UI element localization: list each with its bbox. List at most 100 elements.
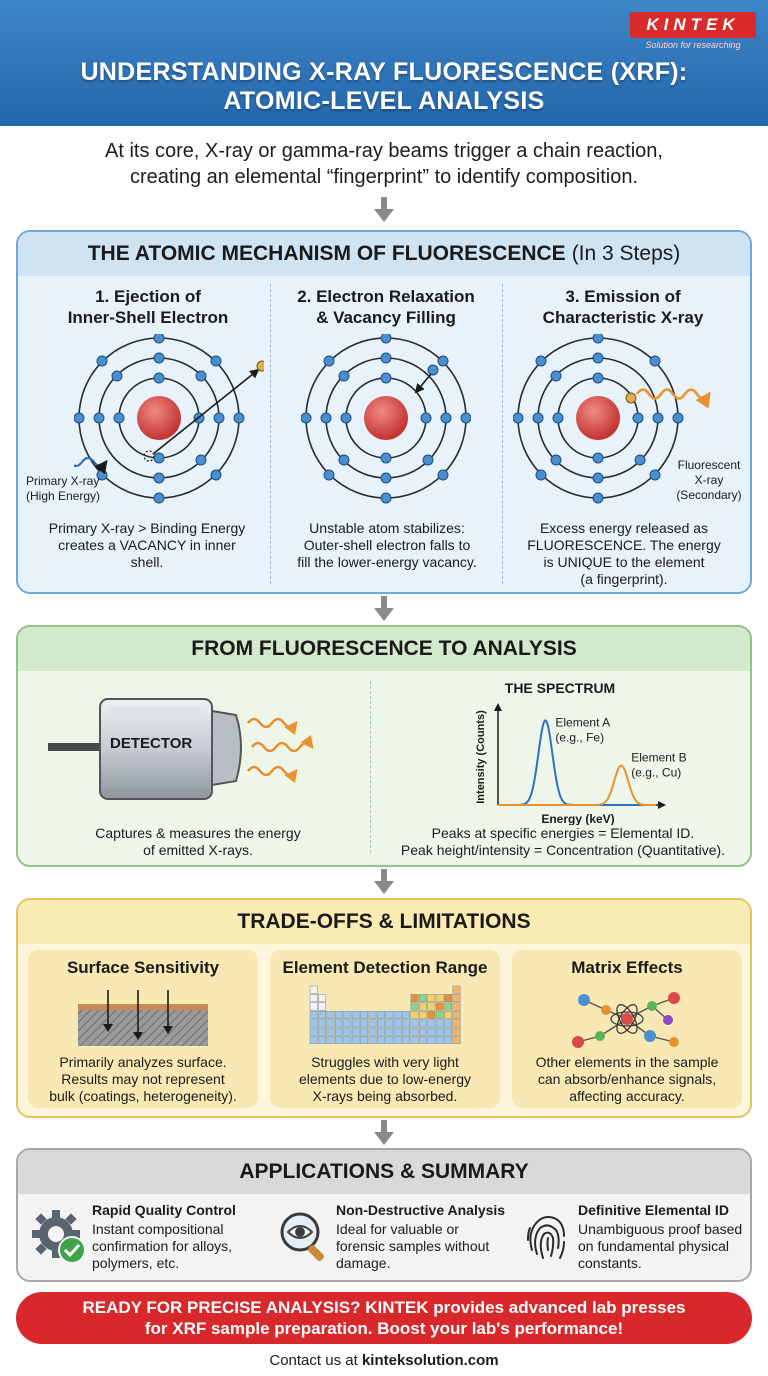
series-note-b: (e.g., Cu) — [631, 766, 681, 780]
step-divider — [502, 284, 503, 584]
spectrum-text-line1: Peaks at specific energies = Elemental I… — [431, 825, 695, 841]
periodic-table-cell — [343, 1019, 352, 1028]
periodic-table-cell — [376, 1027, 385, 1036]
x-axis-arrowhead — [658, 801, 666, 809]
step-3-title-line2: Characteristic X-ray — [542, 308, 704, 327]
step-3-description: Excess energy released as FLUORESCENCE. … — [508, 520, 740, 588]
periodic-table-cell — [351, 1036, 360, 1045]
spectrum-peak-b — [498, 764, 656, 806]
molecule-cluster-icon — [572, 992, 680, 1048]
series-note-a: (e.g., Fe) — [555, 730, 604, 744]
nucleus — [576, 396, 620, 440]
surface-sensitivity-text-line1: Primarily analyzes surface. — [59, 1054, 227, 1070]
periodic-table-cell — [376, 1036, 385, 1045]
periodic-table-cell — [402, 1019, 411, 1028]
series-label-b: Element B — [631, 751, 686, 765]
contact-link[interactable]: kinteksolution.com — [361, 1352, 499, 1369]
periodic-table-cell — [351, 1019, 360, 1028]
step-1-title-line2: Inner-Shell Electron — [67, 308, 229, 327]
intro-line1: At its core, X-ray or gamma-ray beams tr… — [105, 140, 663, 162]
periodic-table-cell — [435, 1027, 444, 1036]
surface-sensitivity-card: Surface Sensitivity Primarily analyzes s… — [28, 950, 258, 1108]
periodic-table-cell — [444, 1027, 453, 1036]
periodic-table-cell — [326, 1019, 335, 1028]
app-definitive-elemental-id: Definitive Elemental ID Unambiguous proo… — [518, 1202, 748, 1278]
spectrum-chart: THE SPECTRUM Intensity (Counts) Energy (… — [475, 680, 687, 825]
periodic-table-cell — [427, 1036, 436, 1045]
gear-check-icon — [32, 1210, 86, 1264]
periodic-table-cell — [452, 1002, 461, 1011]
app-definitive-elemental-id-text: Unambiguous proof based on fundamental p… — [578, 1221, 743, 1271]
step-1-title: 1. Ejection of Inner-Shell Electron — [38, 286, 258, 328]
step-1-text-line3: shell. — [130, 554, 164, 570]
periodic-table-icon — [309, 985, 461, 1045]
applications-title: APPLICATIONS & SUMMARY — [18, 1150, 750, 1194]
periodic-table-cell — [309, 1019, 318, 1028]
brand-tagline: Solution for researching — [645, 40, 741, 50]
element-detection-title: Element Detection Range — [282, 958, 488, 977]
matrix-effects-title: Matrix Effects — [571, 958, 683, 977]
fluorescent-xray-label: Fluorescent X-ray (Secondary) — [666, 458, 750, 503]
periodic-table-cell — [418, 1002, 427, 1011]
periodic-table-cell — [393, 1027, 402, 1036]
step-divider — [270, 284, 271, 584]
contact-line: Contact us at kinteksolution.com — [0, 1352, 768, 1369]
element-detection-text: Struggles with very light elements due t… — [276, 1054, 494, 1105]
periodic-table-cell — [427, 994, 436, 1003]
periodic-table-cell — [334, 1036, 343, 1045]
brand-logo: KINTEK — [630, 12, 756, 38]
mechanism-title: THE ATOMIC MECHANISM OF FLUORESCENCE (In… — [18, 232, 750, 276]
periodic-table-cell — [343, 1010, 352, 1019]
periodic-table-cell — [444, 994, 453, 1003]
detector-text-line2: of emitted X-rays. — [143, 842, 253, 858]
periodic-table-cell — [376, 1010, 385, 1019]
periodic-table-cell — [360, 1027, 369, 1036]
periodic-table-cell — [343, 1036, 352, 1045]
y-axis-arrowhead — [494, 703, 502, 711]
cta-banner[interactable]: READY FOR PRECISE ANALYSIS? KINTEK provi… — [16, 1292, 752, 1344]
periodic-table-cell — [385, 1010, 394, 1019]
step-2-text-line1: Unstable atom stabilizes: — [309, 520, 465, 536]
periodic-table-cell — [309, 1036, 318, 1045]
periodic-table-cell — [360, 1019, 369, 1028]
periodic-table-cell — [343, 1027, 352, 1036]
periodic-table-cell — [309, 994, 318, 1003]
step-3-text-line4: (a fingerprint). — [580, 571, 668, 587]
periodic-table-cell — [385, 1036, 394, 1045]
step-2-text-line3: fill the lower-energy vacancy. — [297, 554, 477, 570]
down-arrow-icon — [374, 197, 394, 222]
matrix-effects-text: Other elements in the sample can absorb/… — [518, 1054, 736, 1105]
periodic-table-cell — [318, 1036, 327, 1045]
periodic-table-cell — [385, 1027, 394, 1036]
down-arrow-icon — [374, 596, 394, 621]
series-label-a: Element A — [555, 715, 610, 729]
detector-illustration — [48, 698, 314, 800]
detector-description: Captures & measures the energy of emitte… — [38, 825, 358, 859]
periodic-table-cell — [410, 1002, 419, 1011]
periodic-table-cell — [318, 1027, 327, 1036]
periodic-table-cell — [309, 1027, 318, 1036]
periodic-table-cell — [326, 1027, 335, 1036]
periodic-table-cell — [410, 1036, 419, 1045]
tradeoffs-panel: TRADE-OFFS & LIMITATIONS Surface Sensiti… — [16, 898, 752, 1118]
step-2-text-line2: Outer-shell electron falls to — [303, 537, 471, 553]
periodic-table-cell — [444, 1010, 453, 1019]
step-3-title-line1: 3. Emission of — [565, 287, 681, 306]
detector-text-line1: Captures & measures the energy — [95, 825, 301, 841]
app-non-destructive-analysis-title: Non-Destructive Analysis — [336, 1202, 506, 1218]
surface-sensitivity-text: Primarily analyzes surface. Results may … — [34, 1054, 252, 1105]
brand[interactable]: KINTEK Solution for researching — [630, 12, 756, 50]
step-2-title: 2. Electron Relaxation & Vacancy Filling — [274, 286, 498, 328]
periodic-table-cell — [452, 985, 461, 994]
element-detection-text-line3: X-rays being absorbed. — [312, 1088, 458, 1104]
periodic-table-cell — [318, 1019, 327, 1028]
contact-prefix: Contact us at — [269, 1352, 358, 1369]
cta-line2: for XRF sample preparation. Boost your l… — [144, 1319, 624, 1338]
periodic-table-cell — [410, 1010, 419, 1019]
fingerprint-icon — [527, 1216, 565, 1259]
app-rapid-quality-control: Rapid Quality Control Instant compositio… — [32, 1202, 262, 1278]
app-non-destructive-analysis: Non-Destructive Analysis Ideal for valua… — [276, 1202, 506, 1278]
periodic-table-cell — [326, 1036, 335, 1045]
analysis-divider — [370, 681, 371, 853]
fluorescent-xray-label-line2: X-ray — [694, 473, 724, 487]
